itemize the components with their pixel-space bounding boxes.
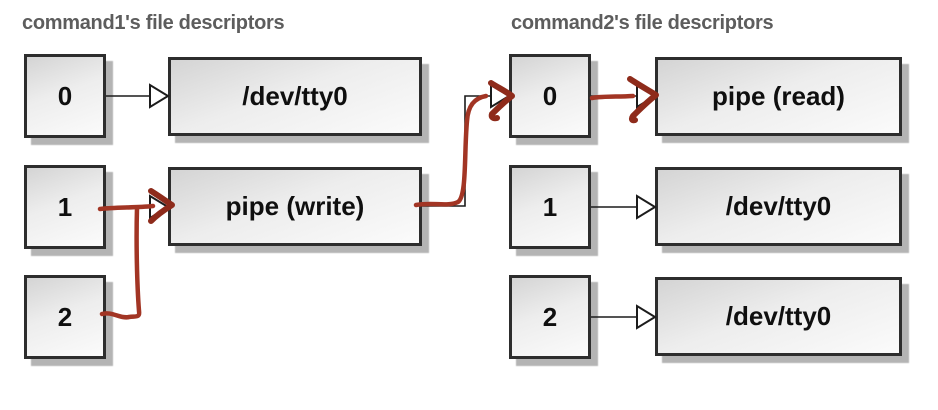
arrow-command2-fd1-to-devtty0	[591, 194, 657, 220]
arrow-command2-fd0-to-piperead	[591, 83, 657, 109]
command1-title: command1's file descriptors	[22, 12, 285, 34]
red-arrow-line	[589, 93, 636, 101]
command2-fd0-target-box: pipe (read)	[655, 57, 902, 136]
command1-fd0-target-label: /dev/tty0	[242, 81, 348, 111]
command1-fd2-box: 2	[24, 275, 106, 359]
arrow-command1-fd1-to-pipewrite	[106, 194, 170, 220]
command2-fd2-box: 2	[509, 275, 591, 359]
arrow-command1-fd0-to-devtty0	[106, 83, 170, 109]
red-arrow-fd2-merge-to-pipewrite	[99, 205, 142, 320]
command1-fd1-box: 1	[24, 165, 106, 249]
command2-fd2-target-box: /dev/tty0	[655, 277, 902, 356]
red-arrow-line	[97, 203, 156, 212]
command1-fd0-box: 0	[24, 54, 106, 138]
red-arrow-fd1-to-pipewrite	[97, 188, 175, 224]
arrow-command2-fd2-to-devtty0	[591, 304, 657, 330]
open-triangle-arrowhead-icon	[149, 194, 170, 220]
command1-fd1-target-label: pipe (write)	[225, 191, 365, 221]
command1-fd2-number: 2	[57, 301, 73, 332]
command2-fd1-target-label: /dev/tty0	[725, 191, 832, 221]
red-arrow-pipewrite-to-command2-fd0	[413, 80, 515, 208]
command2-fd2-target-label: /dev/tty0	[725, 301, 832, 331]
command2-fd1-box: 1	[509, 165, 591, 249]
red-arrow-command2-fd0-to-piperead	[589, 76, 659, 124]
open-triangle-arrowhead-icon	[149, 83, 170, 109]
command2-fd1-target-box: /dev/tty0	[655, 167, 902, 246]
open-triangle-arrowhead-icon	[636, 83, 657, 109]
arrow-elbow-line	[421, 95, 491, 207]
open-triangle-arrowhead-icon	[490, 83, 511, 109]
red-arrow-line	[413, 93, 489, 208]
command2-title: command2's file descriptors	[511, 12, 774, 34]
command1-fd0-target-box: /dev/tty0	[168, 57, 422, 136]
arrow-pipewrite-to-command2-fd0	[421, 83, 511, 207]
open-triangle-arrowhead-icon	[636, 194, 657, 220]
red-arrowhead-icon	[627, 76, 659, 124]
command2-fd0-target-label: pipe (read)	[712, 81, 845, 111]
command2-fd2-number: 2	[542, 301, 558, 332]
command2-fd1-number: 1	[542, 191, 558, 222]
command1-fd1-number: 1	[57, 191, 73, 222]
command2-fd0-box: 0	[509, 54, 591, 138]
open-triangle-arrowhead-icon	[636, 304, 657, 330]
command1-fd1-target-box: pipe (write)	[168, 167, 422, 246]
red-arrow-line	[99, 205, 142, 320]
command2-fd0-number: 0	[542, 80, 558, 111]
command1-fd0-number: 0	[57, 80, 73, 111]
